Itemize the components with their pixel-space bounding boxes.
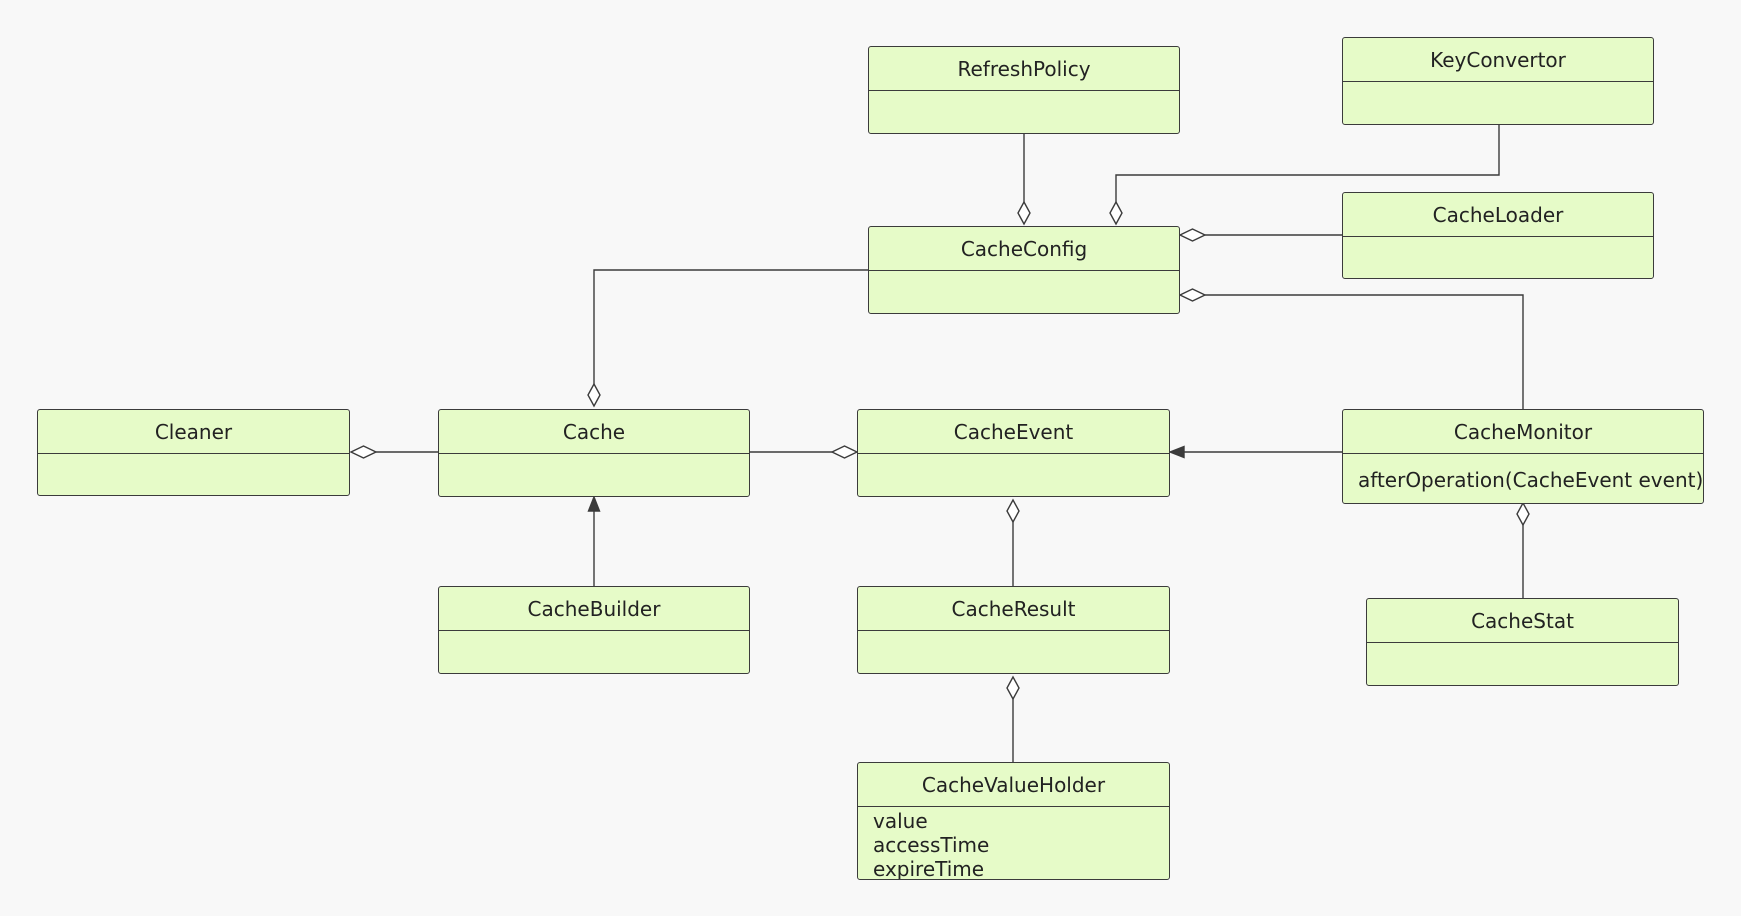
class-members [1367, 643, 1678, 645]
class-name: KeyConvertor [1343, 38, 1653, 82]
class-members [858, 454, 1169, 456]
aggregation-diamond-icon [1178, 288, 1207, 302]
class-cache[interactable]: Cache [438, 409, 750, 497]
aggregation-diamond-icon [1516, 501, 1530, 527]
class-key-convertor[interactable]: KeyConvertor [1342, 37, 1654, 125]
class-cache-stat[interactable]: CacheStat [1366, 598, 1679, 686]
class-cache-result[interactable]: CacheResult [857, 586, 1170, 674]
aggregation-diamond-icon [1006, 675, 1020, 701]
class-name: CacheEvent [858, 410, 1169, 454]
class-cache-loader[interactable]: CacheLoader [1342, 192, 1654, 279]
class-cache-builder[interactable]: CacheBuilder [438, 586, 750, 674]
class-name: CacheMonitor [1343, 410, 1703, 454]
class-members [1343, 237, 1653, 239]
dependency-arrow-icon [1168, 445, 1185, 459]
aggregation-diamond-icon [1178, 228, 1207, 242]
connector-cachemonitor-cacheconfig [1205, 294, 1524, 409]
connector-keyconvertor-cacheconfig [1115, 125, 1500, 202]
class-cache-value-holder[interactable]: CacheValueHolder value accessTime expire… [857, 762, 1170, 880]
aggregation-diamond-icon [349, 445, 378, 459]
aggregation-diamond-icon [830, 445, 859, 459]
class-members [869, 271, 1179, 273]
aggregation-diamond-icon [587, 382, 601, 408]
class-members [38, 454, 349, 456]
class-attribute: accessTime [873, 833, 990, 857]
aggregation-diamond-icon [1006, 498, 1020, 524]
class-attribute: expireTime [873, 857, 985, 880]
class-members [439, 454, 749, 456]
class-method: afterOperation(CacheEvent event) [1358, 468, 1704, 492]
class-name: RefreshPolicy [869, 47, 1179, 91]
class-members [439, 631, 749, 633]
class-name: CacheValueHolder [858, 763, 1169, 807]
class-name: CacheStat [1367, 599, 1678, 643]
class-members: value accessTime expireTime [858, 807, 1169, 880]
class-cache-config[interactable]: CacheConfig [868, 226, 1180, 314]
class-members [1343, 82, 1653, 84]
class-members [858, 631, 1169, 633]
dependency-arrow-icon [587, 495, 601, 512]
connector-cacheconfig-cache [593, 269, 868, 384]
class-cleaner[interactable]: Cleaner [37, 409, 350, 496]
class-cache-monitor[interactable]: CacheMonitor afterOperation(CacheEvent e… [1342, 409, 1704, 504]
class-name: CacheBuilder [439, 587, 749, 631]
class-cache-event[interactable]: CacheEvent [857, 409, 1170, 497]
class-refresh-policy[interactable]: RefreshPolicy [868, 46, 1180, 134]
class-name: Cache [439, 410, 749, 454]
class-name: CacheLoader [1343, 193, 1653, 237]
class-attribute: value [873, 809, 928, 833]
class-name: CacheConfig [869, 227, 1179, 271]
aggregation-diamond-icon [1109, 200, 1123, 226]
class-name: Cleaner [38, 410, 349, 454]
class-members: afterOperation(CacheEvent event) [1343, 454, 1703, 492]
class-name: CacheResult [858, 587, 1169, 631]
class-members [869, 91, 1179, 93]
aggregation-diamond-icon [1017, 200, 1031, 226]
